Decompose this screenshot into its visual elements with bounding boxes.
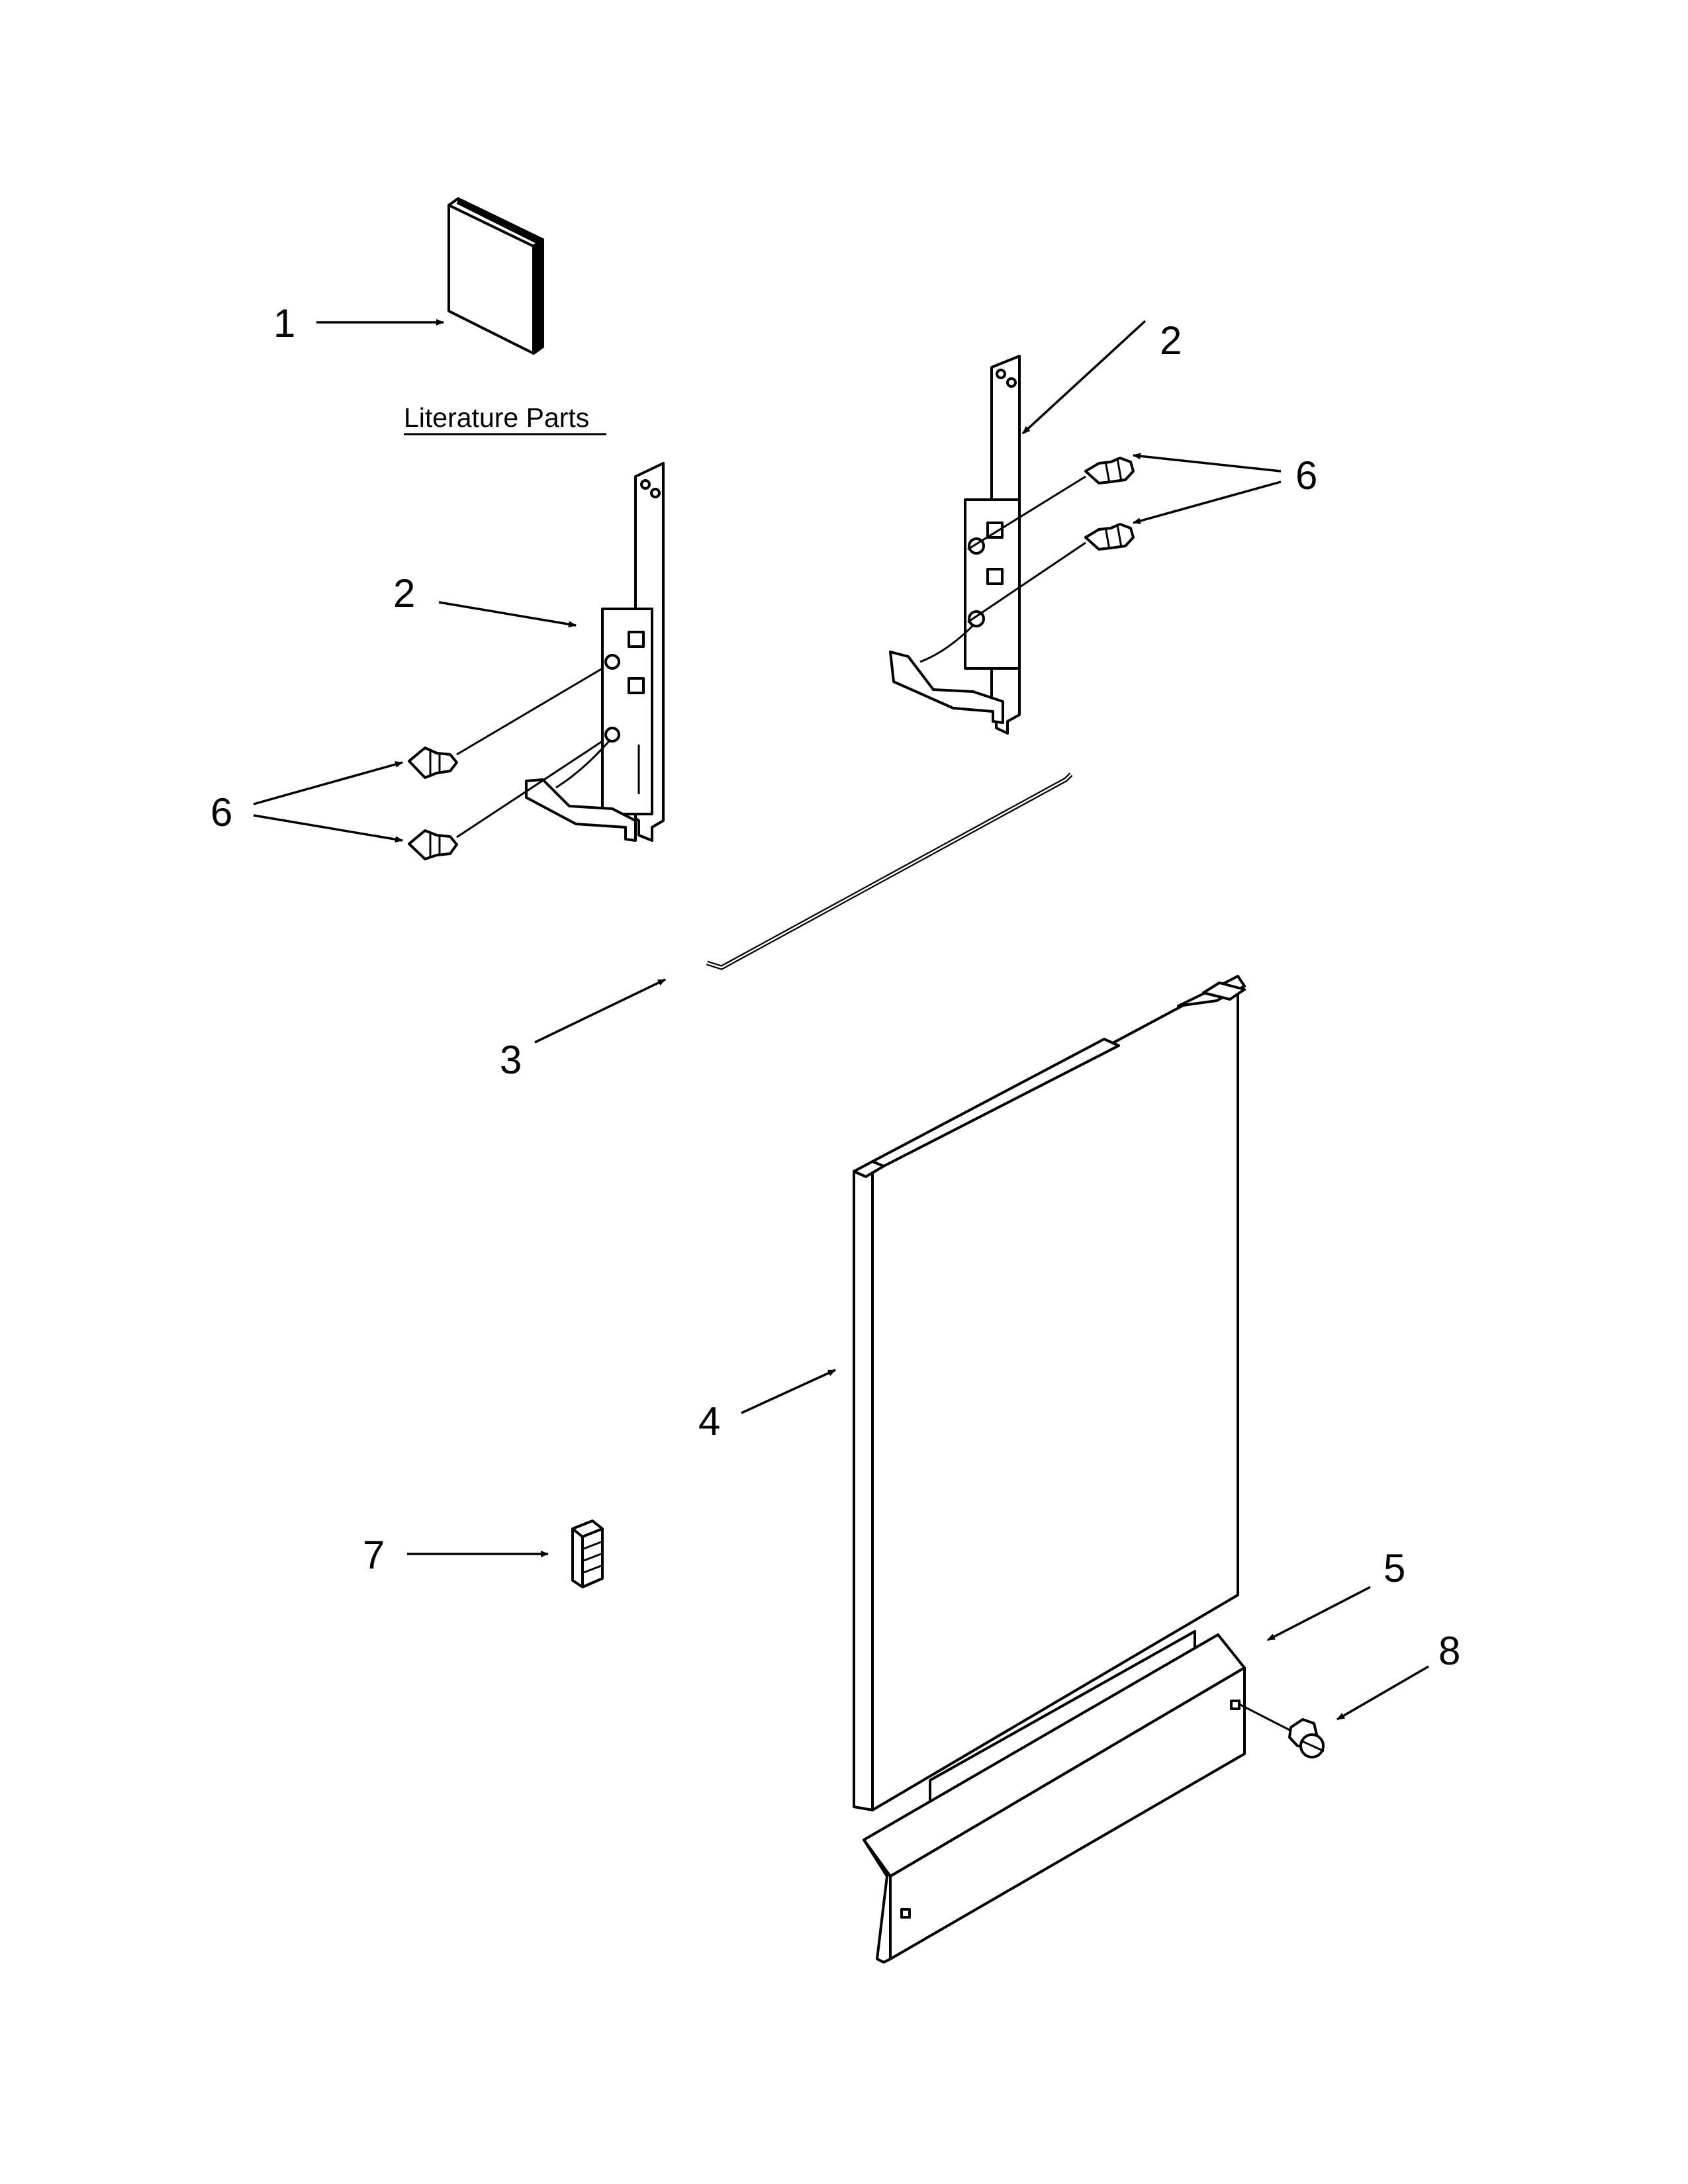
door-hinge-bracket-right — [889, 355, 1021, 735]
callout-2-right: 2 — [1160, 318, 1182, 363]
callout-6-right: 6 — [1295, 453, 1317, 498]
screw-right-upper — [967, 457, 1135, 551]
callout-5: 5 — [1383, 1546, 1405, 1590]
screw-right-lower — [967, 523, 1135, 623]
screw-left-upper — [408, 667, 603, 779]
callout-2-left: 2 — [393, 571, 415, 615]
door-hinge-bracket-left — [525, 462, 665, 842]
toe-panel — [863, 1630, 1246, 1964]
outer-door-panel — [853, 975, 1246, 1811]
callout-1: 1 — [273, 301, 295, 345]
screw-left-lower — [408, 740, 603, 860]
literature-booklet — [447, 197, 544, 355]
door-clip — [571, 1520, 604, 1588]
door-rod — [706, 772, 1073, 970]
callout-8: 8 — [1438, 1629, 1460, 1673]
callout-3: 3 — [500, 1038, 522, 1082]
literature-parts-label: Literature Parts — [404, 402, 589, 433]
leader-lines — [253, 319, 1429, 1721]
callout-6-left: 6 — [211, 790, 232, 835]
callout-4: 4 — [698, 1399, 720, 1443]
toe-panel-screw — [1239, 1703, 1325, 1758]
callout-7: 7 — [363, 1533, 385, 1577]
